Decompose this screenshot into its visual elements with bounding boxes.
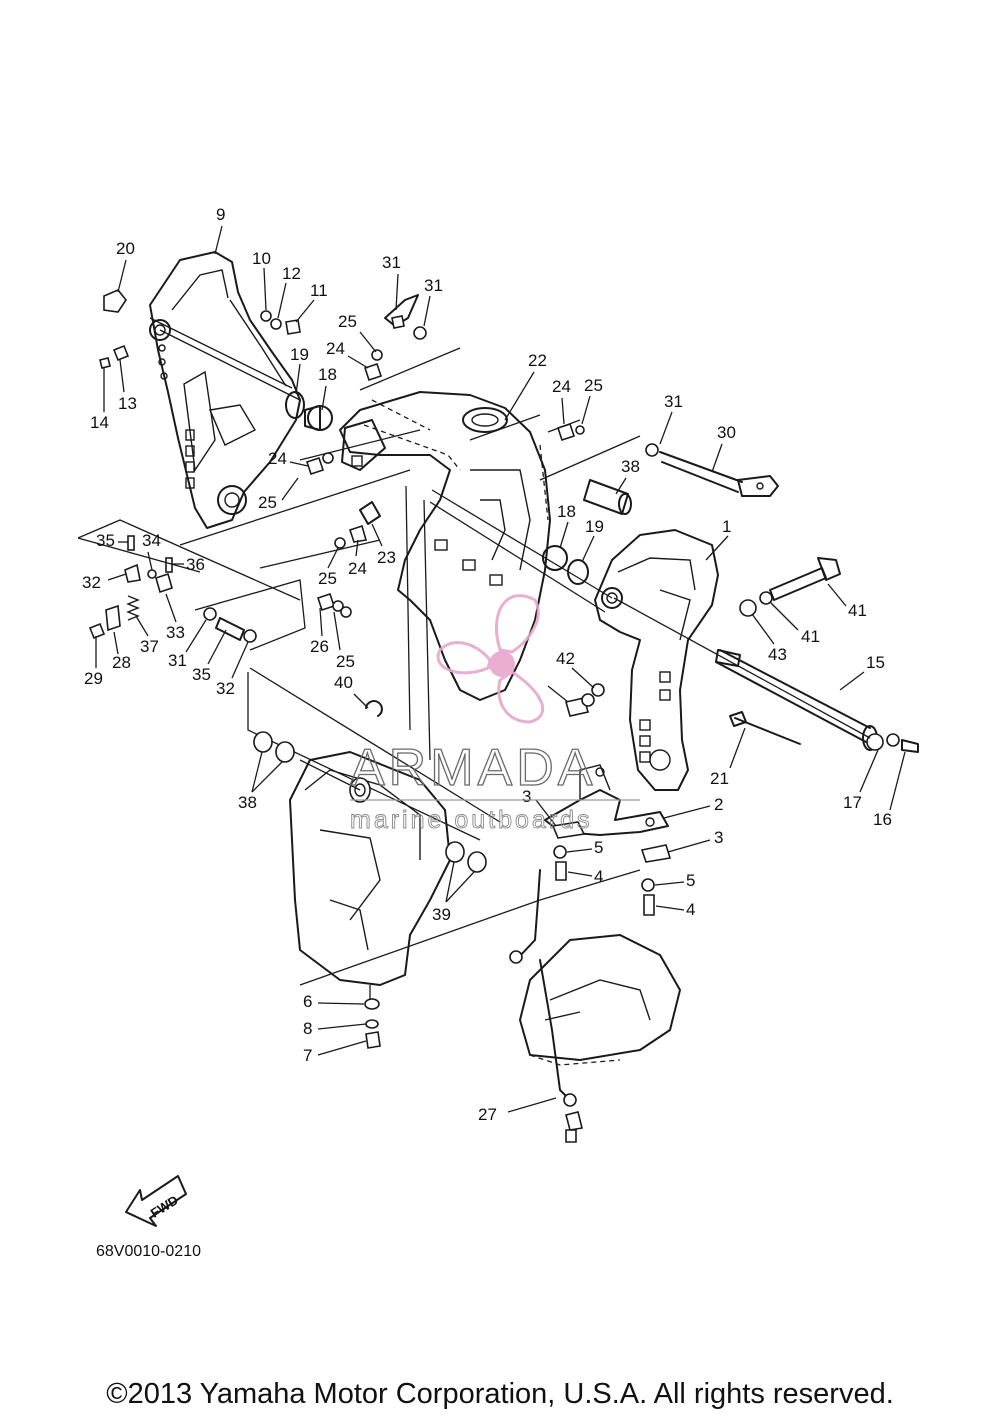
callout: 27 xyxy=(478,1105,497,1124)
callout: 24 xyxy=(552,377,571,396)
callout: 34 xyxy=(142,531,161,550)
callout: 38 xyxy=(238,793,257,812)
nut-43 xyxy=(564,683,605,717)
callout: 5 xyxy=(594,838,603,857)
callout: 42 xyxy=(556,649,575,668)
callout: 11 xyxy=(310,281,328,300)
callout: 41 xyxy=(848,601,867,620)
callout: 4 xyxy=(686,900,695,919)
callout: 21 xyxy=(710,769,729,788)
callout: 43 xyxy=(768,645,787,664)
callout: 8 xyxy=(303,1019,312,1038)
tilt-pin xyxy=(583,479,632,515)
mid-hardware xyxy=(88,501,383,717)
callout: 41 xyxy=(801,627,820,646)
propeller-logo-icon xyxy=(436,594,545,724)
callouts: 1 2 3 3 4 4 5 5 6 7 8 9 10 11 12 13 14 1… xyxy=(82,205,906,1124)
fwd-label: FWD xyxy=(148,1192,181,1220)
callout: 29 xyxy=(84,669,103,688)
bolt-40 xyxy=(739,557,841,617)
watermark-tagline: marine outboards xyxy=(350,806,593,834)
callout: 22 xyxy=(528,351,547,370)
callout: 37 xyxy=(140,637,159,656)
callout: 19 xyxy=(290,345,309,364)
armada-watermark: ARMADA marine outboards xyxy=(349,594,640,834)
fwd-arrow-icon: FWD xyxy=(125,1175,187,1227)
callout: 36 xyxy=(186,555,205,574)
callout: 32 xyxy=(82,573,101,592)
copyright-notice: ©2013 Yamaha Motor Corporation, U.S.A. A… xyxy=(106,1378,894,1410)
callout: 18 xyxy=(318,365,337,384)
anode-plate xyxy=(519,934,681,1066)
callout: 25 xyxy=(336,652,355,671)
callout: 20 xyxy=(116,239,135,258)
callout: 40 xyxy=(334,673,353,692)
callout: 31 xyxy=(424,276,443,295)
bushings xyxy=(285,391,589,585)
callout: 7 xyxy=(303,1046,312,1065)
callout: 25 xyxy=(584,376,603,395)
callout: 35 xyxy=(96,531,115,550)
callout: 23 xyxy=(377,548,396,567)
callout: 33 xyxy=(166,623,185,642)
callout: 1 xyxy=(722,517,731,536)
callout: 18 xyxy=(557,502,576,521)
bottom-hardware xyxy=(364,998,381,1049)
callout: 14 xyxy=(90,413,109,432)
callout: 35 xyxy=(192,665,211,684)
callout: 28 xyxy=(112,653,131,672)
callout: 10 xyxy=(252,249,271,268)
bracket-2-hardware xyxy=(544,764,672,916)
callout: 24 xyxy=(348,559,367,578)
clamp-bracket-right xyxy=(594,529,719,791)
assembly-lines xyxy=(77,317,871,841)
callout: 3 xyxy=(714,828,723,847)
cable-tie xyxy=(729,711,801,745)
bushings-38 xyxy=(253,731,487,873)
callout: 4 xyxy=(594,867,603,886)
watermark-brand: ARMADA xyxy=(350,739,596,797)
callout: 31 xyxy=(382,253,401,272)
callout: 15 xyxy=(866,653,885,672)
ground-lead xyxy=(509,869,583,1143)
tilt-lock-lever xyxy=(645,443,779,497)
callout: 19 xyxy=(585,517,604,536)
callout: 6 xyxy=(303,992,312,1011)
callout: 31 xyxy=(168,651,187,670)
callout: 31 xyxy=(664,392,683,411)
callout: 25 xyxy=(318,569,337,588)
tilt-tube xyxy=(715,649,919,753)
callout: 5 xyxy=(686,871,695,890)
callout: 25 xyxy=(258,493,277,512)
swivel-bracket xyxy=(339,391,551,701)
callout: 16 xyxy=(873,810,892,829)
callout: 9 xyxy=(216,205,225,224)
callout: 13 xyxy=(118,394,137,413)
callout: 38 xyxy=(621,457,640,476)
callout: 32 xyxy=(216,679,235,698)
callout: 30 xyxy=(717,423,736,442)
callout: 2 xyxy=(714,795,723,814)
left-hardware xyxy=(99,289,301,369)
callout: 24 xyxy=(268,449,287,468)
callout: 17 xyxy=(843,793,862,812)
callout: 26 xyxy=(310,637,329,656)
callout: 25 xyxy=(338,312,357,331)
callout: 12 xyxy=(282,264,301,283)
diagram-code: 68V0010-0210 xyxy=(96,1243,201,1260)
top-hardware xyxy=(305,294,585,476)
callout: 24 xyxy=(326,339,345,358)
clamp-bracket-left xyxy=(149,251,301,529)
callout: 39 xyxy=(432,905,451,924)
callout: 3 xyxy=(522,787,531,806)
